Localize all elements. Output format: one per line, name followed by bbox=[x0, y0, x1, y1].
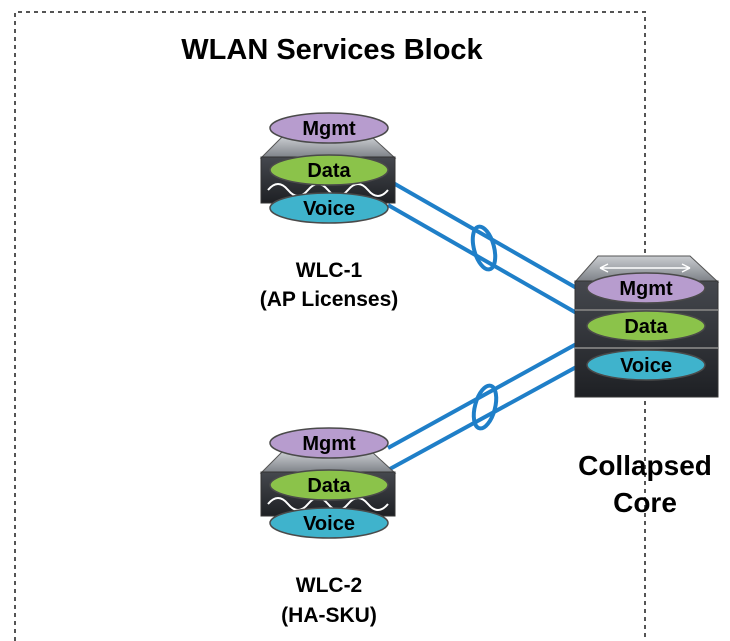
wlc2-cable-icon bbox=[267, 497, 389, 511]
wlc2-mgmt-label: Mgmt bbox=[302, 433, 356, 455]
core-voice-label: Voice bbox=[620, 355, 672, 377]
wlc2-device[interactable]: Mgmt Data Voice bbox=[259, 427, 397, 539]
wlc1-port-channel-icon bbox=[470, 224, 498, 272]
wlc1-data-label: Data bbox=[307, 160, 351, 182]
wlc2-port-channel-icon bbox=[471, 383, 499, 431]
wlc1-name: WLC-1 bbox=[296, 259, 363, 282]
core-data-label: Data bbox=[624, 316, 668, 338]
wlc2-mgmt-pill bbox=[269, 427, 389, 459]
core-data-pill bbox=[586, 310, 706, 342]
wlc2-voice-label: Voice bbox=[303, 513, 355, 535]
wlc2-voice-pill bbox=[269, 507, 389, 539]
wlc2-subtitle: (HA-SKU) bbox=[281, 604, 377, 627]
core-label-line2: Core bbox=[613, 487, 677, 518]
block-title: WLAN Services Block bbox=[181, 34, 483, 66]
wlc1-data-pill bbox=[269, 154, 389, 186]
core-arrows-icon bbox=[599, 263, 691, 273]
wlc2-uplinks bbox=[387, 340, 581, 472]
wlc1-subtitle: (AP Licenses) bbox=[260, 288, 399, 311]
core-voice-pill bbox=[586, 349, 706, 381]
wlc1-cable-icon bbox=[267, 183, 389, 197]
wlc1-voice-label: Voice bbox=[303, 198, 355, 220]
wlc1-mgmt-pill bbox=[269, 112, 389, 144]
wlc2-data-pill bbox=[269, 469, 389, 501]
wlc1-device[interactable]: Mgmt Data Voice bbox=[259, 112, 397, 224]
core-switch[interactable]: Mgmt Data Voice bbox=[573, 255, 720, 398]
services-block-boundary bbox=[14, 11, 646, 641]
wlc2-name: WLC-2 bbox=[296, 574, 363, 597]
wlc1-uplinks bbox=[387, 178, 581, 317]
wlc1-mgmt-label: Mgmt bbox=[302, 118, 356, 140]
core-mgmt-pill bbox=[586, 272, 706, 304]
core-mgmt-label: Mgmt bbox=[619, 278, 673, 300]
wlc1-voice-pill bbox=[269, 192, 389, 224]
wlc2-data-label: Data bbox=[307, 475, 351, 497]
core-label-line1: Collapsed bbox=[578, 450, 712, 481]
